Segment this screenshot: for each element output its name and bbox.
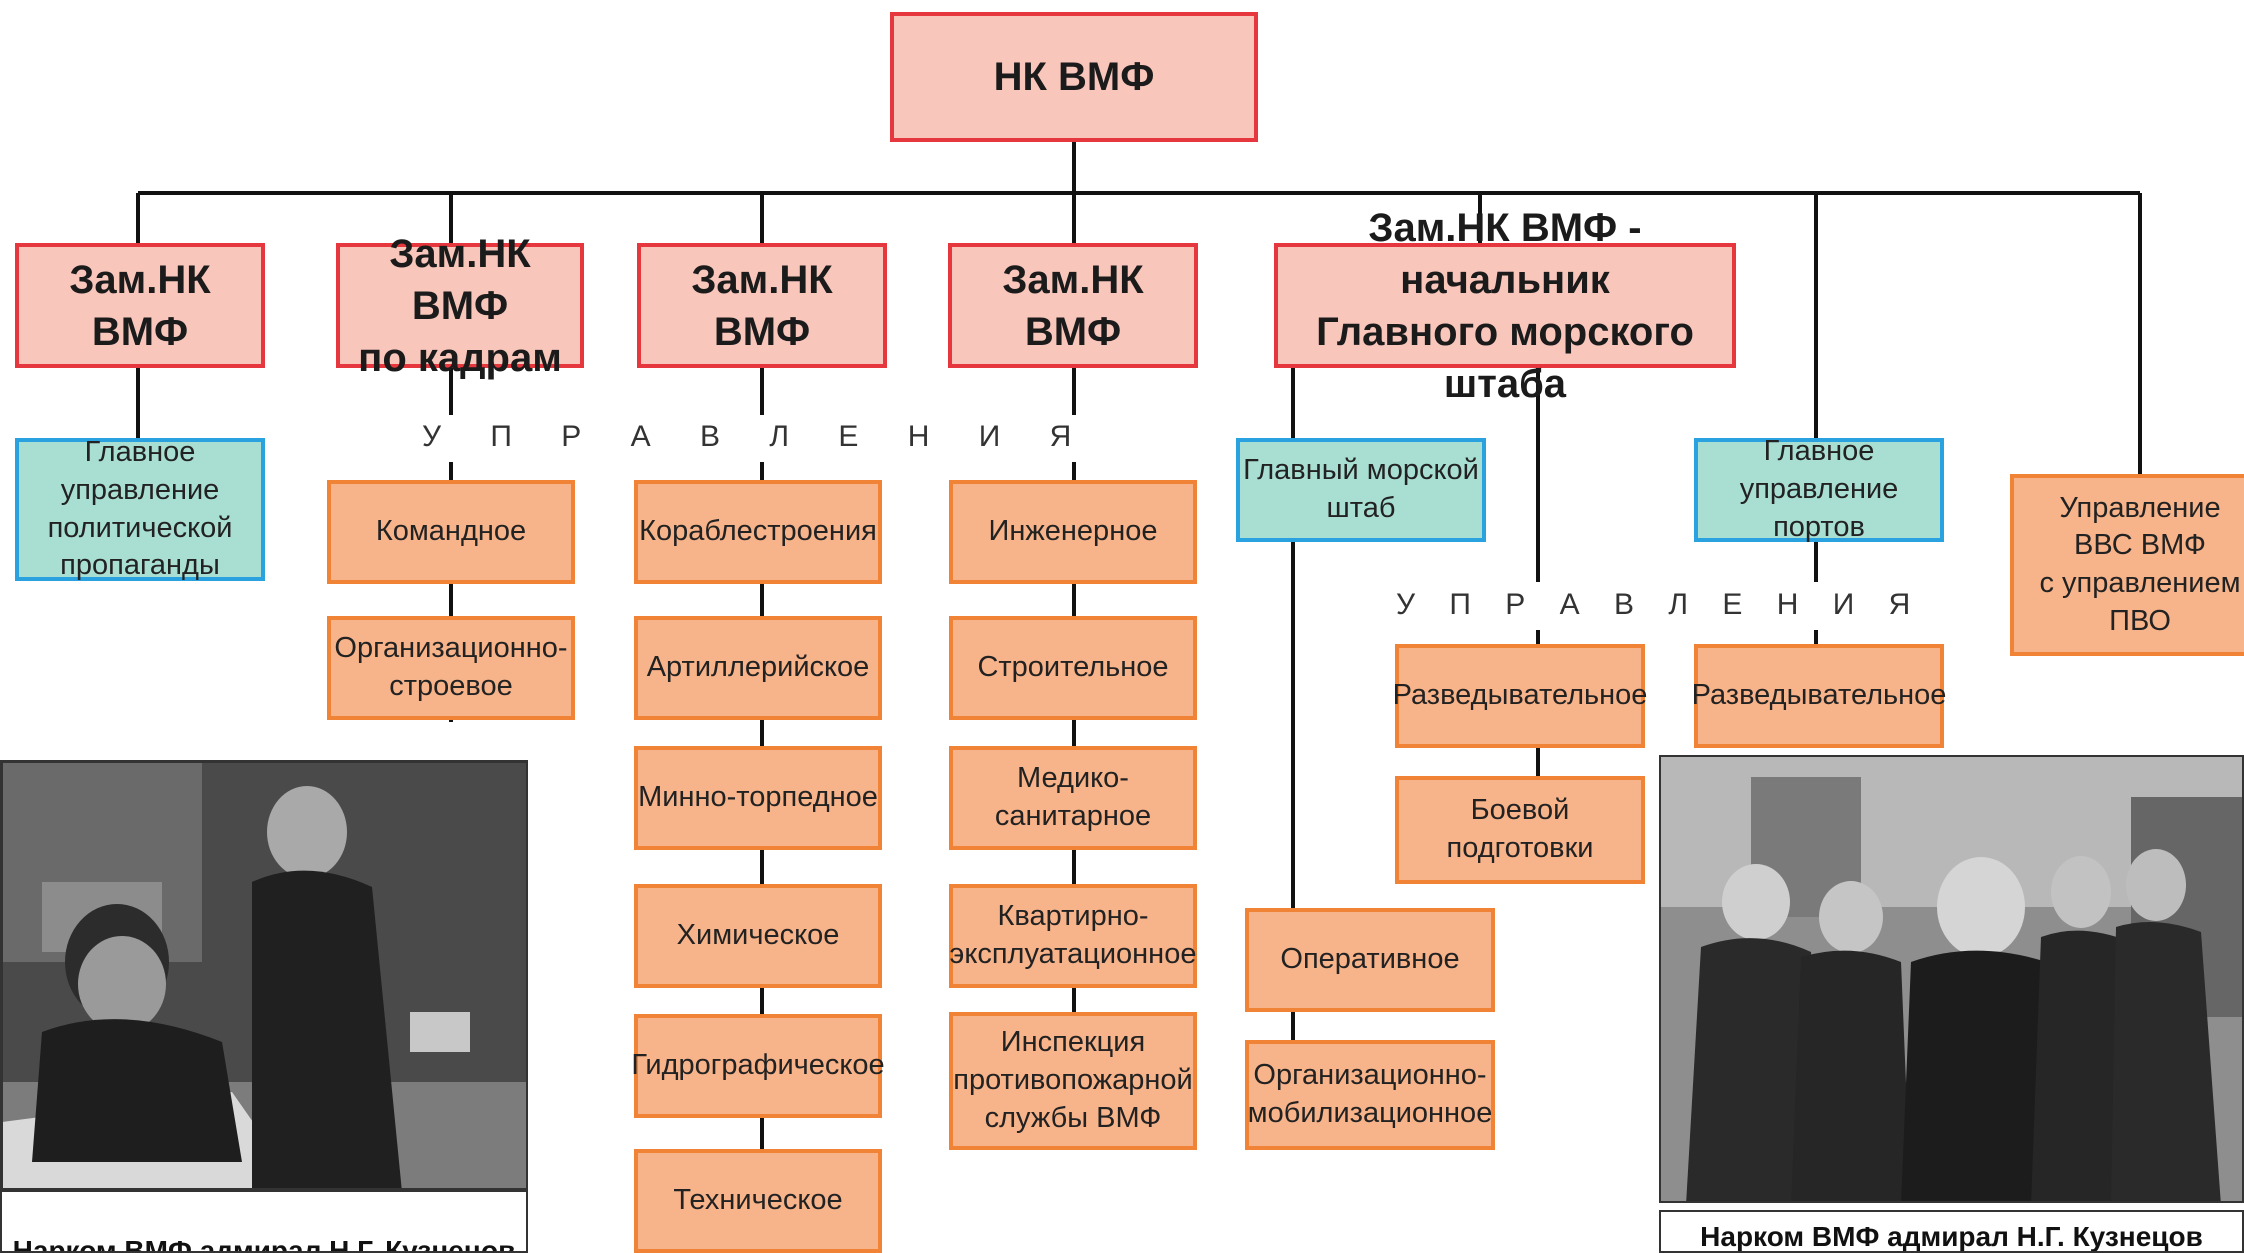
dept-staff-2: Организационно- мобилизационное (1245, 1040, 1495, 1150)
dept-label: Командное (375, 515, 527, 548)
dept-shipbuilding-6: Техническое (634, 1149, 882, 1253)
dept-label: Разведывательное (1392, 679, 1648, 712)
deputy-box-gmsh: Зам.НК ВМФ - начальник Главного морского… (1274, 206, 1736, 406)
photo-right-image (1661, 757, 2242, 1201)
dept-shipbuilding-5: Гидрографическое (631, 1014, 885, 1118)
dept-cadres-2: Организационно- строевое (327, 616, 575, 720)
unit-air-force: Управление ВВС ВМФ с управлением ПВО (2010, 474, 2244, 656)
dept-engineering-2: Строительное (949, 616, 1197, 720)
photo-left (0, 760, 528, 1190)
dept-engineering-3: Медико-санитарное (949, 746, 1197, 850)
top-box-nk-vmf: НК ВМФ (890, 12, 1258, 142)
section-header-right: У П Р А В Л Е Н И Я (1396, 588, 1913, 621)
deputy-label: Зам.НК ВМФ - начальник Главного морского… (1316, 205, 1694, 406)
photo-left-image (2, 762, 526, 1188)
top-box-label: НК ВМФ (993, 55, 1155, 99)
dept-engineering-4: Квартирно- эксплуатационное (949, 884, 1197, 988)
dept-label: Организационно- мобилизационное (1247, 1059, 1493, 1129)
deputy-box-3: Зам.НК ВМФ (637, 243, 887, 368)
dept-label: Строительное (977, 651, 1169, 684)
deputy-box-cadres: Зам.НК ВМФ по кадрам (336, 232, 584, 380)
deputy-label: Зам.НК ВМФ по кадрам (358, 231, 562, 380)
deputy-label: Зам.НК ВМФ (1002, 257, 1144, 354)
dept-label: Организационно- строевое (334, 632, 568, 702)
unit-label: Управление ВВС ВМФ с управлением ПВО (2039, 491, 2241, 637)
dept-label: Медико-санитарное (994, 762, 1152, 832)
dept-cadres-1: Командное (327, 480, 575, 584)
dept-label: Боевой подготовки (1446, 794, 1594, 864)
dept-label: Квартирно- эксплуатационное (949, 900, 1197, 970)
photo-right (1659, 755, 2244, 1203)
dept-label: Инженерное (988, 515, 1158, 548)
dept-gmsh-1: Разведывательное (1392, 644, 1648, 748)
dept-engineering-5: Инспекция противопожарной службы ВМФ (949, 1012, 1197, 1150)
caption-left: Нарком ВМФ адмирал Н.Г. Кузнецов и начал… (0, 1190, 528, 1253)
dept-shipbuilding-1: Кораблестроения (634, 480, 882, 584)
dept-ports-1: Разведывательное (1691, 644, 1947, 748)
dept-shipbuilding-4: Химическое (634, 884, 882, 988)
dept-label: Инспекция противопожарной службы ВМФ (953, 1026, 1193, 1134)
dept-label: Химическое (676, 919, 840, 952)
unit-label: Главное управление политической пропаган… (47, 436, 233, 582)
dept-label: Техническое (673, 1184, 843, 1217)
deputy-label: Зам.НК ВМФ (691, 257, 833, 354)
dept-shipbuilding-3: Минно-торпедное (634, 746, 882, 850)
dept-gmsh-2: Боевой подготовки (1395, 776, 1645, 884)
section-header-left: У П Р А В Л Е Н И Я (422, 420, 1076, 453)
unit-propaganda: Главное управление политической пропаган… (15, 436, 265, 581)
dept-label: Артиллерийское (646, 651, 870, 684)
dept-staff-1: Оперативное (1245, 908, 1495, 1012)
unit-label: Главное управление портов (1739, 435, 1899, 543)
unit-ports: Главное управление портов (1694, 435, 1944, 543)
dept-label: Оперативное (1280, 943, 1460, 976)
dept-label: Минно-торпедное (638, 781, 878, 814)
unit-main-naval-staff: Главный морской штаб (1236, 438, 1486, 542)
dept-label: Разведывательное (1691, 679, 1947, 712)
unit-label: Главный морской штаб (1243, 454, 1479, 524)
dept-engineering-1: Инженерное (949, 480, 1197, 584)
deputy-box-1: Зам.НК ВМФ (15, 243, 265, 368)
deputy-box-4: Зам.НК ВМФ (948, 243, 1198, 368)
dept-label: Кораблестроения (639, 515, 877, 548)
dept-shipbuilding-2: Артиллерийское (634, 616, 882, 720)
caption-right: Нарком ВМФ адмирал Н.Г. Кузнецов (1659, 1210, 2244, 1253)
deputy-label: Зам.НК ВМФ (69, 257, 211, 354)
dept-label: Гидрографическое (631, 1049, 885, 1082)
